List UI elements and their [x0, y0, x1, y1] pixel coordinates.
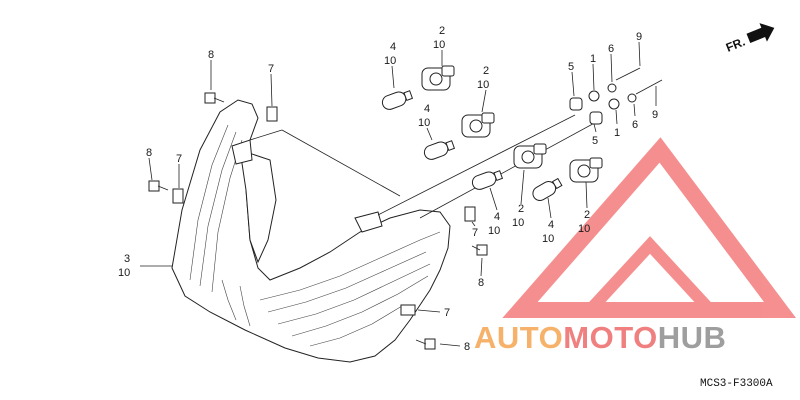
- callout-part: 8: [208, 49, 214, 61]
- callout-part: 7: [268, 63, 274, 75]
- adjuster-screw: [635, 79, 663, 95]
- bulb-socket-group: [421, 65, 603, 183]
- bulb: [423, 140, 456, 160]
- callout-part: 8: [146, 147, 152, 159]
- callout-part: 4: [424, 103, 430, 115]
- grommet: [589, 111, 603, 125]
- callout-labels: 2 10 4 10 2 10 4 10 5 1 6 9 5 1 6 9 8 7 …: [118, 25, 658, 353]
- diagram-code: MCS3-F3300A: [700, 378, 773, 390]
- bulb-group: [381, 90, 563, 201]
- front-direction-indicator: FR.: [724, 23, 775, 55]
- callout-part: 2: [518, 203, 524, 215]
- leader-lines: [140, 114, 601, 267]
- watermark-brand: AUTOMOTOHUB: [474, 320, 726, 355]
- callout-part: 1: [590, 53, 596, 65]
- callout-qty: 10: [542, 233, 554, 245]
- callout-part: 7: [176, 153, 182, 165]
- fastener-group: [148, 92, 488, 350]
- headlight-housing: [171, 99, 451, 363]
- watermark-part-c: HUB: [658, 320, 727, 355]
- callout-part: 7: [472, 227, 478, 239]
- bulb-socket: [513, 143, 547, 169]
- callout-part: 2: [584, 209, 590, 221]
- callout-part: 5: [592, 135, 598, 147]
- clip: [400, 304, 416, 316]
- bolt: [415, 338, 436, 350]
- bulb-socket: [461, 112, 495, 138]
- callout-part: 5: [568, 61, 574, 73]
- washer: [588, 90, 600, 102]
- callout-part: 8: [464, 341, 470, 353]
- bulb-socket: [421, 65, 455, 91]
- clip: [172, 188, 184, 204]
- bolt: [471, 244, 488, 256]
- callout-part: 4: [390, 41, 396, 53]
- callout-part: 8: [478, 277, 484, 289]
- callout-part: 2: [439, 25, 445, 37]
- adjuster-hardware: [569, 67, 663, 125]
- callout-part: 1: [614, 127, 620, 139]
- washer: [607, 83, 617, 93]
- callout-qty: 10: [118, 267, 130, 279]
- bulb: [471, 170, 504, 190]
- svg-text:AUTOMOTOHUB: AUTOMOTOHUB: [474, 320, 726, 355]
- callout-qty: 10: [433, 39, 445, 51]
- washer: [608, 98, 620, 110]
- callout-qty: 10: [512, 217, 524, 229]
- watermark-logo-mark: [502, 137, 796, 318]
- grommet: [569, 97, 583, 111]
- callout-leaders: [148, 41, 657, 347]
- callout-part: 6: [608, 43, 614, 55]
- bulb: [381, 90, 414, 110]
- callout-qty: 10: [384, 55, 396, 67]
- bulb-socket: [569, 157, 603, 183]
- washer: [627, 93, 637, 103]
- bolt: [204, 92, 225, 104]
- arrow-right-icon: [746, 23, 775, 44]
- callout-qty: 10: [477, 79, 489, 91]
- callout-part: 3: [124, 253, 130, 265]
- clip: [266, 106, 278, 122]
- front-direction-label: FR.: [724, 35, 747, 55]
- bulb: [532, 177, 563, 201]
- callout-part: 4: [494, 211, 500, 223]
- callout-part: 9: [636, 31, 642, 43]
- callout-part: 4: [548, 219, 554, 231]
- clip: [464, 206, 476, 222]
- watermark-part-b: MOTO: [563, 320, 657, 355]
- callout-qty: 10: [488, 225, 500, 237]
- callout-part: 6: [632, 119, 638, 131]
- callout-part: 7: [444, 307, 450, 319]
- adjuster-screw: [615, 67, 641, 81]
- callout-qty: 10: [578, 223, 590, 235]
- callout-part: 9: [652, 109, 658, 121]
- callout-part: 2: [483, 65, 489, 77]
- bolt: [148, 180, 169, 192]
- watermark-part-a: AUTO: [474, 320, 563, 355]
- callout-qty: 10: [418, 117, 430, 129]
